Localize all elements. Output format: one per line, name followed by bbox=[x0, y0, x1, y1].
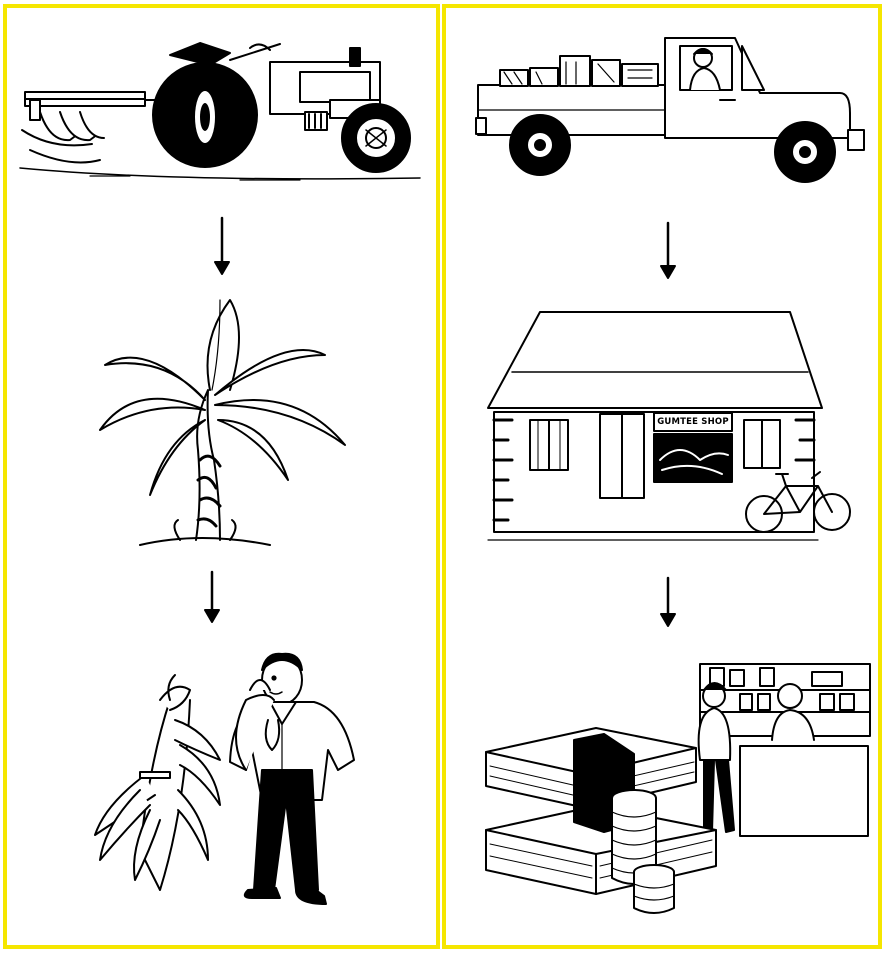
banana-plant-icon bbox=[100, 300, 345, 545]
down-arrow-icon bbox=[205, 572, 219, 622]
shop-sign-text: GUMTEE SHOP bbox=[656, 415, 730, 429]
down-arrow-icon bbox=[661, 578, 675, 626]
pickup-truck-with-produce-icon bbox=[476, 38, 864, 182]
down-arrow-icon bbox=[215, 218, 229, 274]
down-arrow-icon bbox=[661, 223, 675, 278]
tractor-with-plough-icon bbox=[20, 43, 420, 180]
banana-bunch-icon bbox=[95, 675, 220, 890]
man-eating-banana-icon bbox=[230, 654, 354, 904]
shop-counter-scene-icon bbox=[699, 664, 870, 836]
money-bundles-icon bbox=[486, 728, 716, 913]
